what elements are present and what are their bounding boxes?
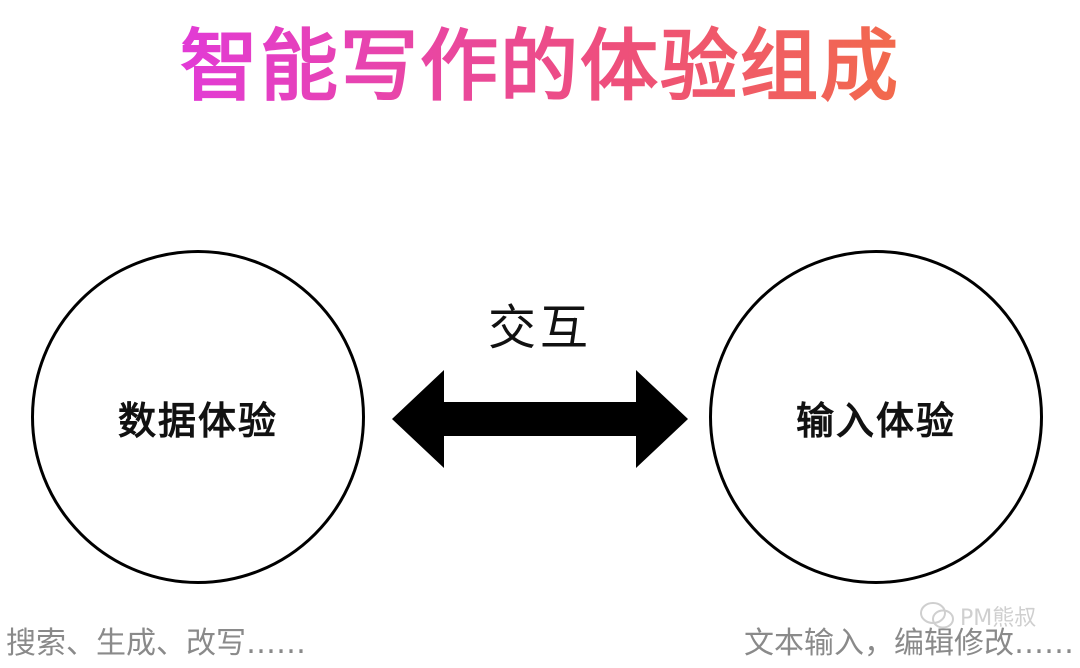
watermark: PM熊叔 [920, 600, 1036, 632]
interaction-label: 交互 [487, 300, 592, 356]
wechat-icon [920, 602, 954, 629]
page-title-text: 智能写作的体验组成 [179, 22, 900, 112]
watermark-text: PM熊叔 [960, 606, 1037, 631]
input-experience-caption: 文本输入，编辑修改…… [744, 626, 1074, 661]
page-title: 智能写作的体验组成 [0, 22, 1080, 112]
data-experience-label: 数据体验 [117, 398, 278, 443]
data-experience-caption: 搜索、生成、改写…… [6, 626, 306, 661]
input-experience-label: 输入体验 [795, 398, 956, 443]
input-experience-circle: 输入体验 [709, 250, 1043, 584]
double-arrow-icon [392, 370, 688, 468]
data-experience-circle: 数据体验 [31, 250, 365, 584]
